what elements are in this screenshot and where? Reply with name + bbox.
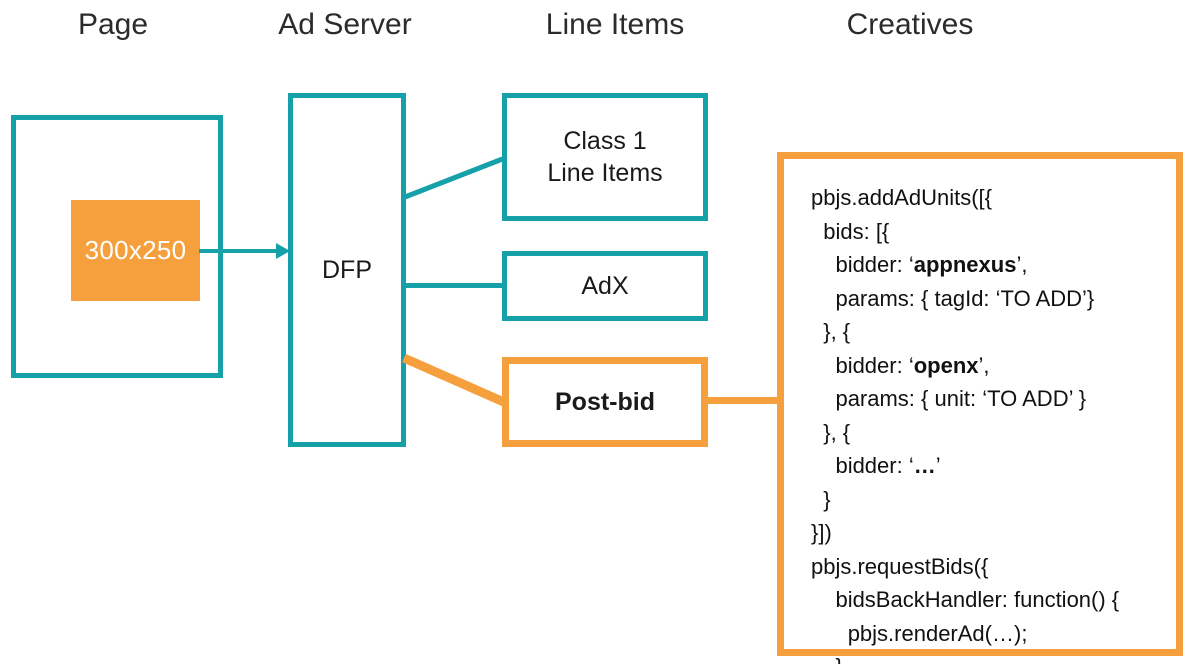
code-line: pbjs.addAdUnits([{ — [811, 185, 992, 210]
ad-server-dfp-box: DFP — [288, 93, 406, 447]
line-item-adx-box: AdX — [502, 251, 708, 321]
line-item-postbid-box: Post-bid — [502, 357, 708, 447]
column-header-creatives: Creatives — [846, 8, 974, 41]
code-line: params: { tagId: ‘TO ADD’} — [835, 285, 1095, 311]
connector-postbid-to-creative-code — [703, 397, 783, 404]
code-line: pbjs.renderAd(…); — [847, 620, 1028, 646]
code-line: bidder: ‘appnexus’, — [835, 252, 1028, 277]
code-line: bidder: ‘…’ — [835, 453, 941, 478]
ad-server-dfp-label: DFP — [322, 255, 372, 284]
code-line: }]) — [811, 520, 832, 545]
code-line: } — [823, 486, 831, 512]
connector-creative-to-dfp — [199, 249, 283, 253]
creative-code-text: pbjs.addAdUnits([{ bids: [{ bidder: ‘app… — [811, 181, 1119, 664]
connector-dfp-to-postbid — [402, 353, 508, 408]
code-line: bidsBackHandler: function() { — [835, 587, 1120, 612]
column-header-page: Page — [77, 8, 149, 41]
column-header-line-items: Line Items — [545, 8, 685, 41]
connector-dfp-to-adx — [401, 283, 507, 288]
line-item-class1-box: Class 1 Line Items — [502, 93, 708, 221]
creative-300x250-box: 300x250 — [71, 200, 200, 301]
arrow-head-icon — [276, 243, 290, 259]
code-line: pbjs.requestBids({ — [811, 553, 989, 579]
line-item-postbid-label: Post-bid — [555, 387, 655, 416]
code-line: bids: [{ — [823, 218, 890, 244]
code-line: params: { unit: ‘TO ADD’ } — [835, 386, 1087, 411]
creative-code-block: pbjs.addAdUnits([{ bids: [{ bidder: ‘app… — [777, 152, 1183, 664]
code-line: }, { — [823, 419, 851, 445]
code-line: } — [811, 650, 1119, 664]
creative-300x250-label: 300x250 — [84, 235, 187, 265]
connector-dfp-to-class1 — [404, 155, 506, 200]
code-line: }, { — [823, 319, 851, 344]
line-item-class1-label: Class 1 Line Items — [547, 127, 663, 187]
code-line: bidder: ‘openx’, — [835, 352, 990, 378]
line-item-adx-label: AdX — [581, 271, 629, 300]
column-header-ad-server: Ad Server — [278, 8, 412, 41]
